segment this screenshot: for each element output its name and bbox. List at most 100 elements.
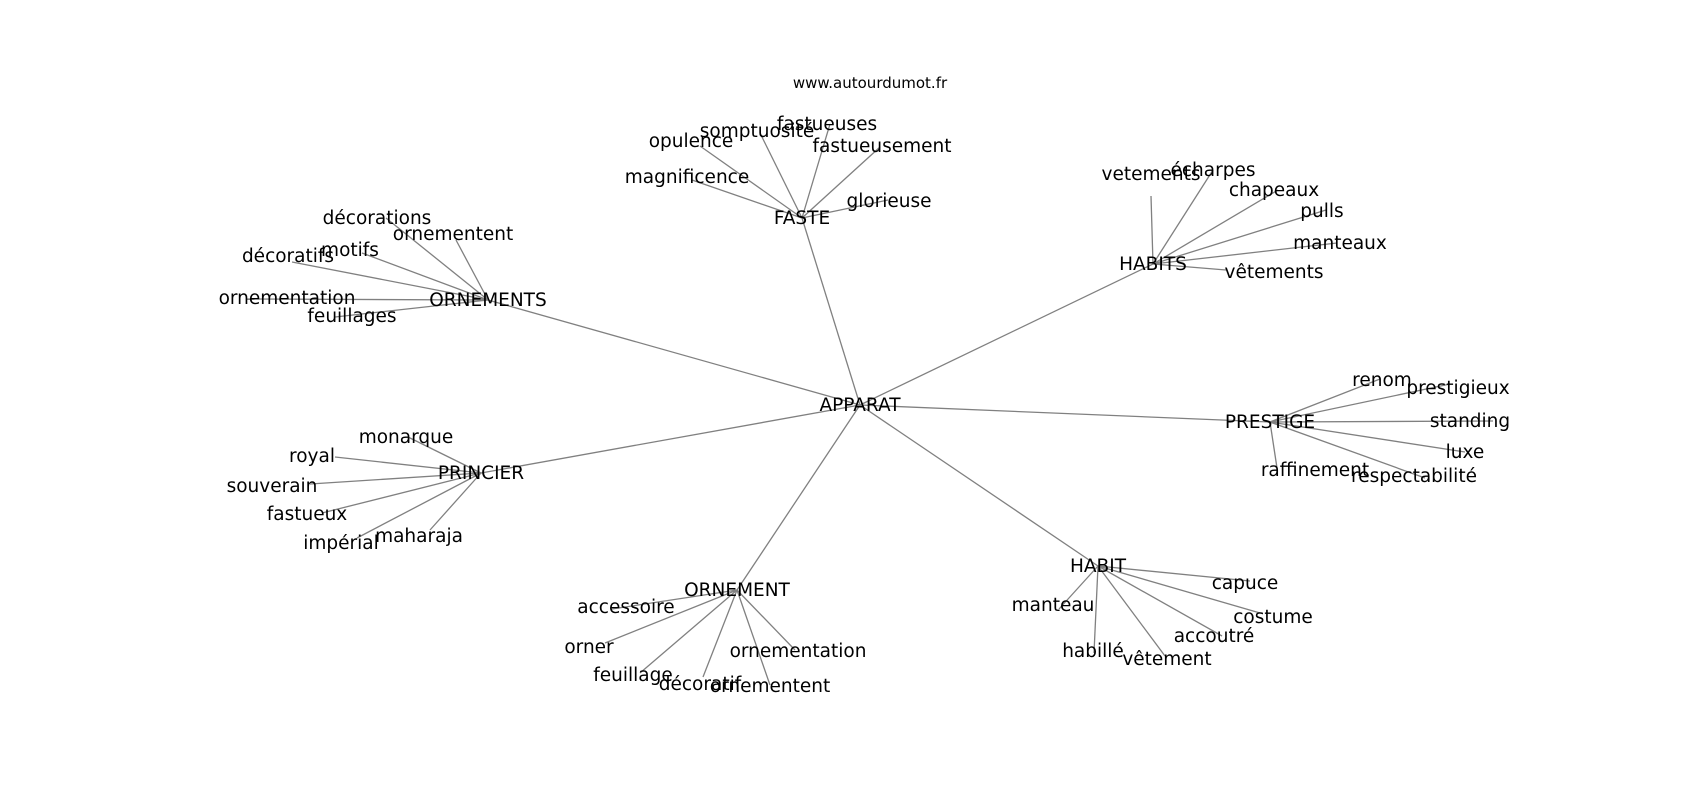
edge-ornement-leaf [736,589,796,651]
edge-habit-leaf [1058,565,1099,610]
leaf-node-label: manteaux [1293,233,1387,254]
leaf-node-label: impérial [303,533,379,554]
leaf-node-label: fastueuses [777,114,877,135]
edge-ornements-leaf [361,252,489,301]
leaf-node-label: costume [1233,607,1313,628]
edge-habit-leaf [1097,565,1251,582]
edge-ornement-leaf [639,589,738,674]
leaf-node-label: écharpes [1171,160,1256,181]
edge-ornement-leaf [702,589,738,678]
edge-prestige-leaf [1269,421,1278,469]
leaf-node-label: renom [1352,370,1412,391]
leaf-node-label: fastueux [267,504,348,525]
leaf-node-label: ornementation [219,288,356,309]
leaf-node-label: motifs [321,240,379,261]
node-labels: APPARAT FASTE magnificence opulencesomptuos… [219,114,1511,697]
leaf-node-label: respectabilité [1351,466,1477,487]
leaf-node-label: vêtements [1225,262,1324,283]
edge-ornements-leaf [291,261,489,301]
leaf-node-label: décoratif [659,674,742,695]
edge-faste-leaf [759,132,803,219]
leaf-node-label: feuillage [593,665,673,686]
leaf-node-label: décoratifs [242,246,334,267]
leaf-node-label: vêtement [1122,649,1211,670]
hub-node-label: PRINCIER [438,463,524,484]
edge-root-princier [480,404,861,474]
edge-ornements-leaf [385,217,489,301]
leaf-node-label: glorieuse [846,191,931,212]
leaf-node-label: ornementent [710,676,830,697]
leaf-node-label: vetements [1102,164,1201,185]
leaf-node-label: raffinement [1261,460,1369,481]
edge-princier-leaf [334,456,482,474]
edge-root-habits [859,263,1154,406]
edge-faste-leaf [801,123,831,219]
edge-prestige-leaf [1269,421,1426,479]
leaf-node-label: capuce [1212,573,1279,594]
edge-habits-leaf [1152,263,1227,271]
edge-prestige-leaf [1269,420,1494,423]
leaf-node-label: souverain [227,476,318,497]
edge-princier-leaf [309,472,482,485]
edge-habits-leaf [1152,209,1327,265]
leaf-node-label: accessoire [577,597,674,618]
edge-root-ornements [487,299,861,406]
leaf-node-label: manteau [1012,595,1095,616]
edge-princier-leaf [407,436,482,474]
root-node-label: APPARAT [819,395,901,416]
edge-ornements-leaf [455,239,489,301]
edge-faste-leaf [699,145,803,219]
leaf-node-label: luxe [1446,442,1485,463]
hub-node-label: ORNEMENTS [429,290,546,311]
leaf-node-label: somptuosité [700,121,814,142]
edge-ornements-leaf [246,298,489,301]
watermark: www.autourdumot.fr [793,74,948,92]
edge-ornements-leaf [334,299,489,318]
edge-habit-leaf [1097,565,1261,614]
hub-node-label: ORNEMENT [684,580,790,601]
edge-prestige-leaf [1269,421,1466,453]
leaf-node-label: accoutré [1174,626,1255,647]
leaf-node-label: feuillages [307,306,396,327]
hub-node-label: HABITS [1119,254,1187,275]
edges [246,123,1494,686]
leaf-node-label: pulls [1300,201,1343,222]
edge-habit-leaf [1097,565,1223,637]
edge-habit-leaf [1093,565,1099,654]
edge-root-prestige [859,404,1271,423]
edge-princier-leaf [321,472,482,514]
leaf-node-label: orner [564,637,614,658]
edge-ornement-leaf [736,589,771,686]
edge-faste-leaf [801,146,881,219]
leaf-node-label: magnificence [625,167,749,188]
edge-habits-leaf [1152,242,1338,265]
hub-node-label: PRESTIGE [1225,412,1315,433]
leaf-node-label: chapeaux [1229,180,1319,201]
edge-princier-leaf [356,472,482,539]
hub-node-label: FASTE [774,208,830,229]
edge-habits-leaf [1152,189,1279,265]
edge-root-habit [859,404,1099,567]
edge-root-ornement [736,404,861,591]
edge-faste-leaf [691,179,803,219]
edge-faste-leaf [801,199,889,219]
leaf-node-label: habillé [1062,641,1124,662]
leaf-node-label: prestigieux [1406,378,1509,399]
leaf-node-label: royal [289,446,335,467]
leaf-node-label: fastueusement [813,136,952,157]
edge-prestige-leaf [1269,383,1451,423]
edge-prestige-leaf [1269,378,1381,423]
leaf-node-label: décorations [323,208,432,229]
edge-habit-leaf [1097,565,1166,657]
hub-node-label: HABIT [1070,556,1127,577]
leaf-node-label: ornementation [730,641,867,662]
edge-habits-leaf [1150,195,1154,265]
edge-ornement-leaf [604,589,738,644]
edge-root-faste [801,217,861,406]
leaf-node-label: ornementent [393,224,513,245]
edge-princier-leaf [429,472,482,531]
leaf-node-label: monarque [359,427,454,448]
edge-ornement-leaf [611,589,738,610]
leaf-node-label: opulence [649,131,734,152]
